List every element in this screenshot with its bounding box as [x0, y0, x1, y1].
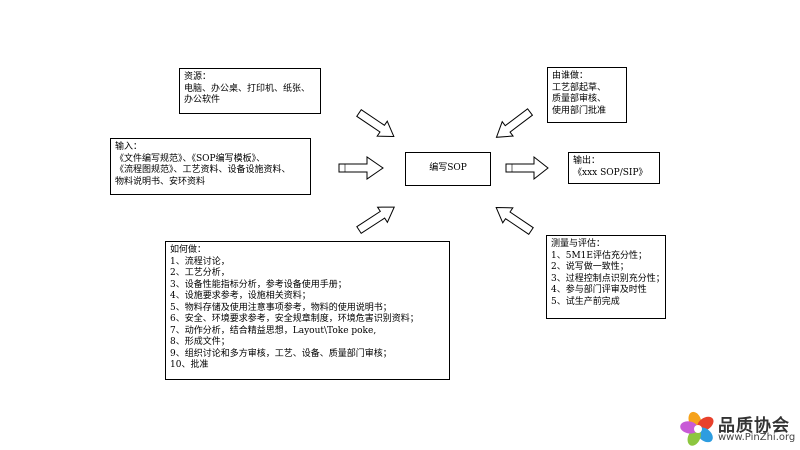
arrow-input-to-center: [338, 156, 384, 180]
arrow-resources-to-center: [356, 108, 395, 138]
how-step: 1、流程讨论，: [170, 256, 230, 267]
who-title: 由谁做：: [552, 71, 589, 81]
how-step: 10、批准: [170, 360, 209, 370]
measure-line: 1、5M1E评估充分性；: [551, 250, 647, 261]
who-line: 质量部审核、: [552, 94, 607, 104]
how-box: 如何做： 1、流程讨论， 2、工艺分析， 3、设备性能指标分析，参考设备使用手册…: [165, 241, 450, 380]
how-step: 7、动作分析，结合精益思想，Layout\Toke poke,: [170, 325, 377, 336]
how-step: 2、工艺分析，: [170, 268, 230, 278]
arrow-who-to-center: [495, 108, 534, 138]
resources-line: 办公软件: [184, 95, 221, 105]
center-label: 编写SOP: [429, 163, 467, 174]
measure-line: 5、试生产前完成: [551, 296, 620, 307]
center-process-box: 编写SOP: [405, 152, 491, 186]
output-box: 输出： 《xxx SOP/SIP》: [568, 152, 660, 184]
logo-url: www.PinZhi.org: [718, 432, 796, 443]
measure-line: 3、过程控制点识别充分性；: [551, 273, 665, 284]
logo-title: 品质协会: [718, 416, 790, 436]
who-box: 由谁做： 工艺部起草、 质量部审核、 使用部门批准: [547, 67, 627, 123]
how-step: 4、设施要求参考，设施相关资料；: [170, 291, 311, 301]
how-step: 9、组织讨论和多方审核，工艺、设备、质量部门审核；: [170, 348, 392, 359]
arrow-measure-to-center: [495, 206, 534, 236]
resources-line: 电脑、办公桌、打印机、纸张、: [184, 83, 311, 94]
measure-box: 测量与评估： 1、5M1E评估充分性； 2、说写做一致性； 3、过程控制点识别充…: [546, 235, 666, 319]
resources-box: 资源： 电脑、办公桌、打印机、纸张、 办公软件: [179, 68, 321, 114]
who-line: 工艺部起草、: [552, 82, 607, 93]
how-step: 3、设备性能指标分析，参考设备使用手册；: [170, 279, 347, 290]
output-title: 输出：: [573, 156, 601, 166]
output-line: 《xxx SOP/SIP》: [573, 167, 648, 178]
input-line: 《流程图规范》、工艺资料、设备设施资料、: [115, 165, 291, 175]
input-box: 输入： 《文件编写规范》、《SOP编写模板》、 《流程图规范》、工艺资料、设备设…: [110, 138, 311, 195]
input-line: 《文件编写规范》、《SOP编写模板》、: [115, 153, 266, 164]
input-title: 输入：: [115, 142, 143, 152]
arrow-how-to-center: [356, 206, 395, 235]
input-line: 物料说明书、安环资料: [115, 176, 206, 187]
how-step: 8、形成文件；: [170, 337, 230, 347]
how-step: 5、物料存储及使用注意事项参考，物料的使用说明书；: [170, 302, 392, 313]
how-step: 6、安全、环境要求参考，安全规章制度，环境危害识别资料；: [170, 314, 419, 324]
logo-flower-icon: [680, 411, 714, 446]
arrow-center-to-output: [505, 155, 549, 181]
measure-line: 2、说写做一致性；: [551, 262, 629, 272]
how-title: 如何做：: [170, 245, 207, 255]
measure-title: 测量与评估：: [551, 239, 606, 249]
who-line: 使用部门批准: [552, 105, 607, 116]
measure-line: 4、参与部门评审及时性: [551, 285, 647, 295]
resources-title: 资源：: [184, 72, 212, 82]
